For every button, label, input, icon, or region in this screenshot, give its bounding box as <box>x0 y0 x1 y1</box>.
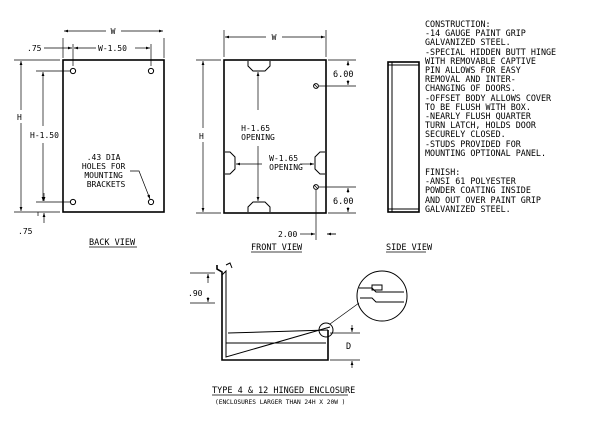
side-view-caption: SIDE VIEW <box>386 243 433 253</box>
opening-width-label: W-1.65 OPENING <box>269 154 303 172</box>
back-view: W .75 W-1.50 H H-1.50 .75 .43 DIA HOLES … <box>14 27 165 248</box>
flange-dim: .90 <box>188 289 203 298</box>
back-view-caption: BACK VIEW <box>89 238 136 248</box>
mounting-hole <box>147 198 155 206</box>
back-view-outline <box>62 59 165 213</box>
opening-bracket-top <box>247 61 271 110</box>
back-height-dim: H <box>17 113 22 122</box>
side-view-body <box>387 61 420 213</box>
construction-line: GALVANIZED STEEL. <box>425 37 511 48</box>
construction-line: PIN ALLOWS FOR EASY <box>425 65 521 76</box>
back-bottom-offset-dim: .75 <box>18 227 33 236</box>
top-latch-dim: 6.00 <box>333 70 353 80</box>
construction-line: CHANGING OF DOORS. <box>425 83 516 94</box>
mounting-hole <box>69 67 77 75</box>
front-view-outline <box>223 59 327 214</box>
finish-line: GALVANIZED STEEL. <box>425 203 511 214</box>
section-view: .90 D TYPE 4 & 12 HINGED ENCLOSURE (ENCL… <box>188 262 408 406</box>
front-view: H-1.65 OPENING W-1.65 OPENING W H 6.00 6… <box>196 30 356 253</box>
latch-icon <box>313 184 319 190</box>
depth-dim: D <box>346 342 351 352</box>
latch-icon <box>313 83 319 89</box>
opening-bracket-bottom <box>247 146 271 212</box>
construction-line: -STUDS PROVIDED FOR <box>425 138 521 149</box>
construction-line: REMOVAL AND INTER- <box>425 74 516 85</box>
notes-panel: CONSTRUCTION: -14 GAUGE PAINT GRIP GALVA… <box>425 19 595 224</box>
construction-line: TURN LATCH, HOLDS DOOR <box>425 120 536 131</box>
front-width-dim: W <box>272 33 277 42</box>
back-width-dim: W <box>111 27 116 36</box>
hole-note: .43 DIA HOLES FOR MOUNTING BRACKETS <box>82 153 130 189</box>
construction-notes: CONSTRUCTION: -14 GAUGE PAINT GRIP GALVA… <box>425 19 595 158</box>
section-subtitle: (ENCLOSURES LARGER THAN 24H X 20W ) <box>215 399 345 406</box>
latch-inset-dim: 2.00 <box>278 230 297 239</box>
construction-line: -SPECIAL HIDDEN BUTT HINGE <box>425 46 557 57</box>
finish-heading: FINISH: <box>425 167 461 178</box>
section-title: TYPE 4 & 12 HINGED ENCLOSURE <box>212 386 355 396</box>
construction-line: MOUNTING OPTIONAL PANEL. <box>425 147 547 158</box>
opening-height-label: H-1.65 OPENING <box>241 124 275 142</box>
front-view-caption: FRONT VIEW <box>251 243 303 253</box>
opening-bracket-right <box>300 151 325 175</box>
finish-notes: FINISH: -ANSI 61 POLYESTER POWDER COATIN… <box>425 167 595 214</box>
finish-line: AND OUT OVER PAINT GRIP <box>425 194 541 205</box>
finish-line: -ANSI 61 POLYESTER <box>425 176 516 187</box>
construction-line: WITH REMOVABLE CAPTIVE <box>425 55 536 66</box>
mounting-hole <box>147 67 155 75</box>
detail-callout-large <box>356 270 408 322</box>
side-view: SIDE VIEW <box>386 61 433 253</box>
construction-line: SECURELY CLOSED. <box>425 129 506 140</box>
construction-line: TO BE FLUSH WITH BOX. <box>425 101 531 112</box>
opening-bracket-left <box>225 151 262 175</box>
construction-line: -NEARLY FLUSH QUARTER <box>425 111 531 122</box>
front-height-dim: H <box>199 132 204 141</box>
back-width-minus-dim: W-1.50 <box>98 44 127 53</box>
construction-line: -OFFSET BODY ALLOWS COVER <box>425 92 552 103</box>
detail-callout-small <box>318 322 334 338</box>
bottom-latch-dim: 6.00 <box>333 197 353 207</box>
finish-line: POWDER COATING INSIDE <box>425 185 531 196</box>
construction-line: -14 GAUGE PAINT GRIP <box>425 28 526 39</box>
construction-heading: CONSTRUCTION: <box>425 19 491 29</box>
back-height-minus-dim: H-1.50 <box>30 131 59 140</box>
back-left-offset-dim: .75 <box>27 44 42 53</box>
mounting-hole <box>69 198 77 206</box>
